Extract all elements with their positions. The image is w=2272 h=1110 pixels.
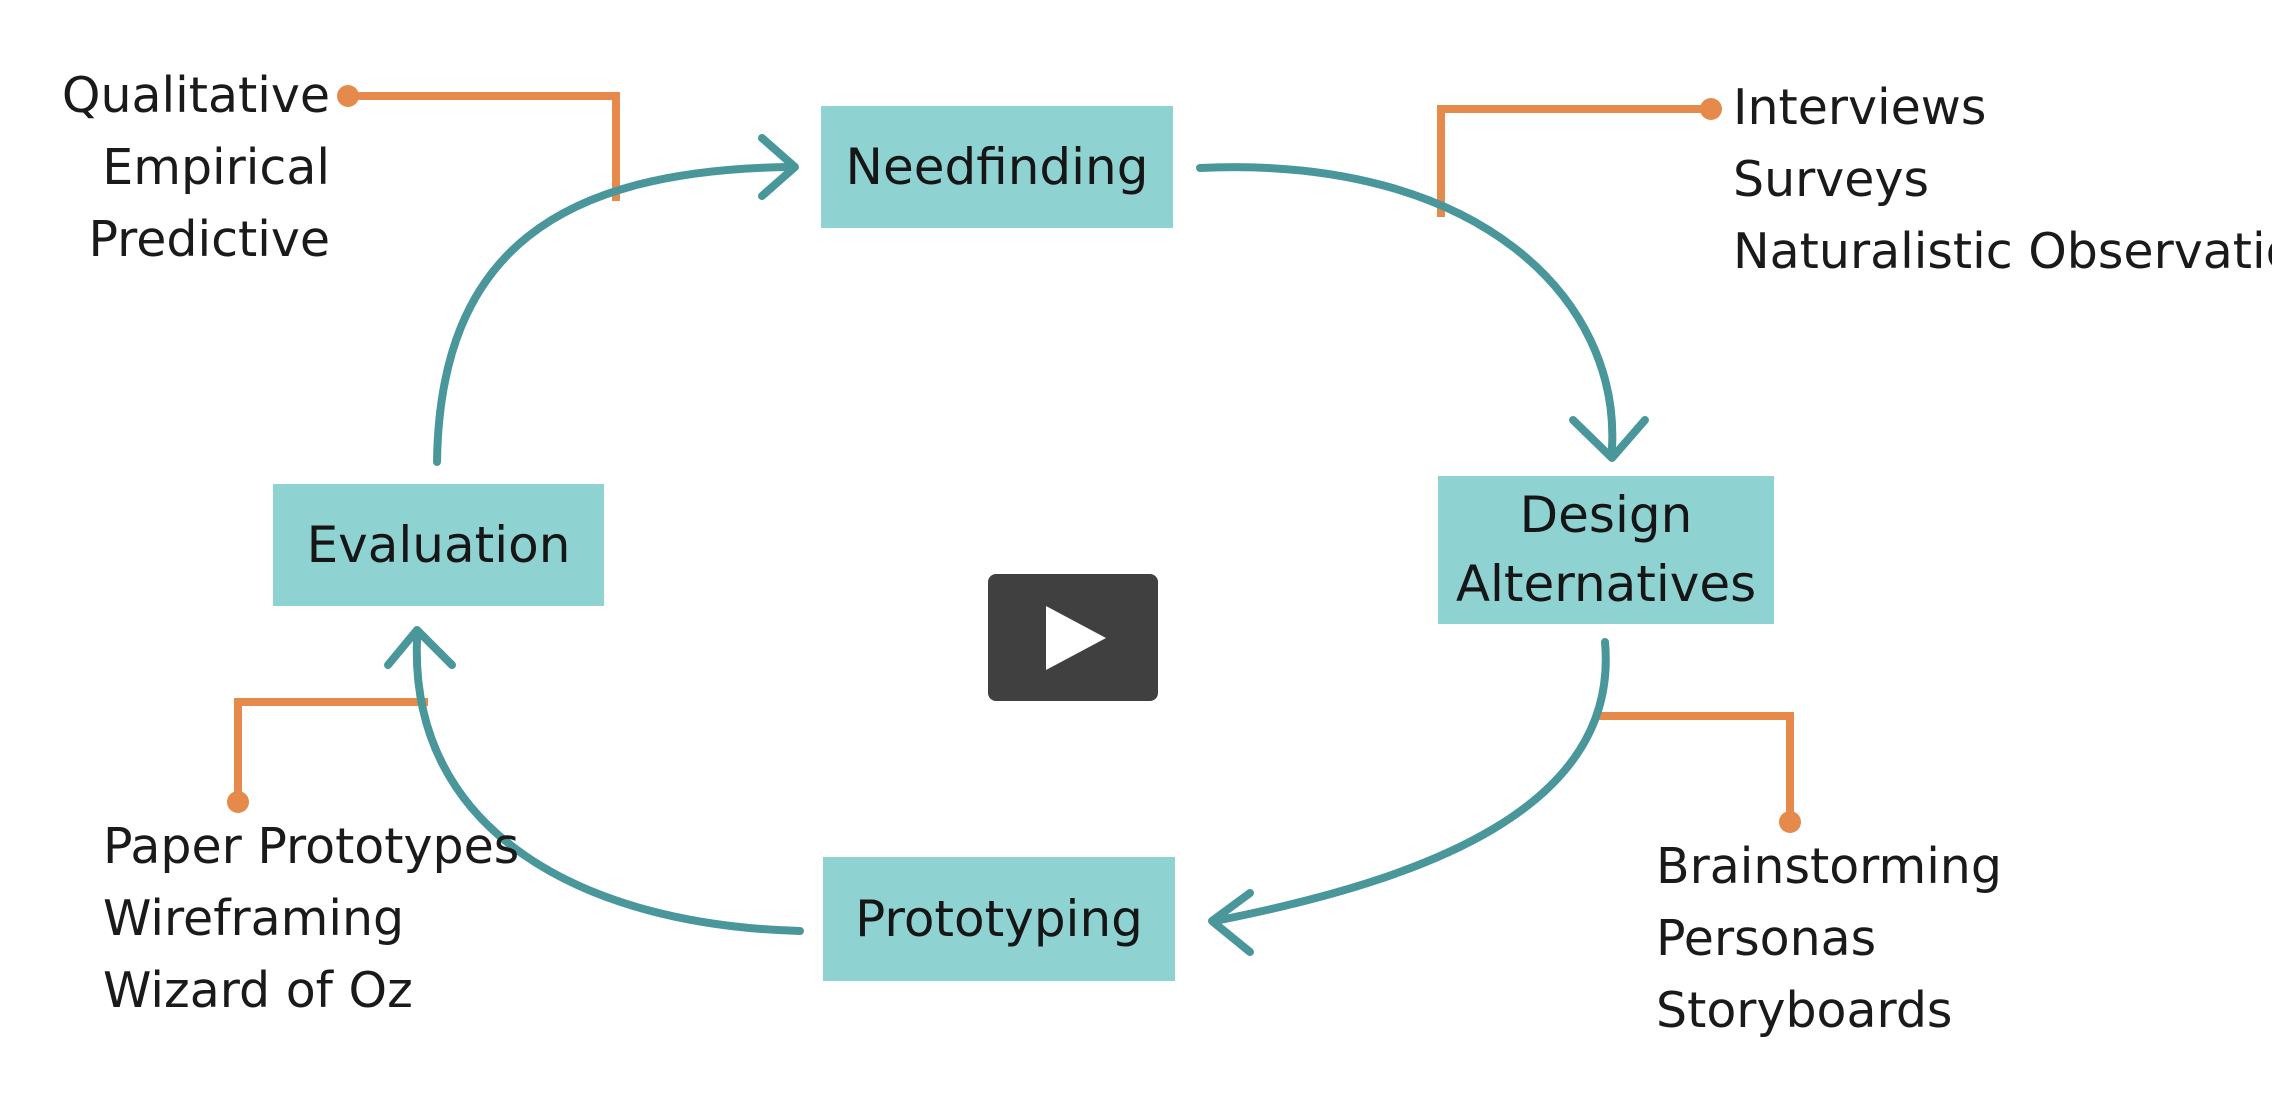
connector-prototyping-methods — [234, 698, 428, 802]
method-item: Brainstorming — [1656, 838, 2002, 895]
cycle-arrow-evaluation-to-needfinding — [433, 163, 794, 466]
connector-dot-prototyping — [227, 791, 249, 813]
stage-prototyping: Prototyping — [823, 857, 1175, 981]
method-item: Wizard of Oz — [103, 962, 413, 1019]
stage-prototyping-label: Prototyping — [855, 889, 1143, 948]
connector-dot-needfinding — [1700, 98, 1722, 120]
play-icon — [1046, 606, 1106, 670]
needfinding-methods-list: Interviews Surveys Naturalistic Observat… — [1733, 72, 2272, 288]
stage-evaluation: Evaluation — [273, 484, 604, 606]
arrowhead-design — [1569, 416, 1649, 462]
stage-design-alternatives-label-line-2: Alternatives — [1455, 555, 1757, 613]
play-button[interactable] — [988, 574, 1158, 701]
cycle-arrow-needfinding-to-design — [1196, 163, 1617, 452]
method-item: Predictive — [88, 211, 330, 268]
evaluation-methods-list: Qualitative Empirical Predictive — [62, 60, 330, 276]
arrowhead-evaluation — [384, 626, 456, 669]
connector-needfinding-methods — [1437, 105, 1711, 217]
method-item: Personas — [1656, 910, 1877, 967]
method-item: Qualitative — [61, 67, 330, 124]
method-item: Interviews — [1733, 79, 1987, 136]
arrowhead-needfinding — [758, 134, 799, 200]
connector-dot-design — [1779, 811, 1801, 833]
cycle-arrow-prototyping-to-evaluation — [412, 636, 804, 935]
connector-design-methods — [1598, 712, 1794, 822]
stage-design-alternatives: Design Alternatives — [1438, 476, 1774, 624]
stage-needfinding-label: Needfinding — [845, 137, 1149, 196]
design-alternatives-methods-list: Brainstorming Personas Storyboards — [1656, 831, 2002, 1047]
arrowhead-prototyping — [1208, 889, 1254, 956]
cycle-arrow-design-to-prototyping — [1216, 638, 1610, 924]
method-item: Storyboards — [1656, 982, 1953, 1039]
connector-evaluation-methods — [348, 92, 620, 201]
method-item: Naturalistic Observation — [1733, 223, 2272, 280]
prototyping-methods-list: Paper Prototypes Wireframing Wizard of O… — [103, 811, 519, 1027]
stage-needfinding: Needfinding — [821, 106, 1173, 228]
connector-dot-evaluation — [337, 85, 359, 107]
method-item: Surveys — [1733, 151, 1929, 208]
stage-evaluation-label: Evaluation — [306, 515, 571, 574]
method-item: Paper Prototypes — [103, 818, 520, 875]
method-item: Wireframing — [103, 890, 405, 947]
method-item: Empirical — [102, 139, 330, 196]
stage-design-alternatives-label-line-1: Design — [1519, 486, 1693, 544]
